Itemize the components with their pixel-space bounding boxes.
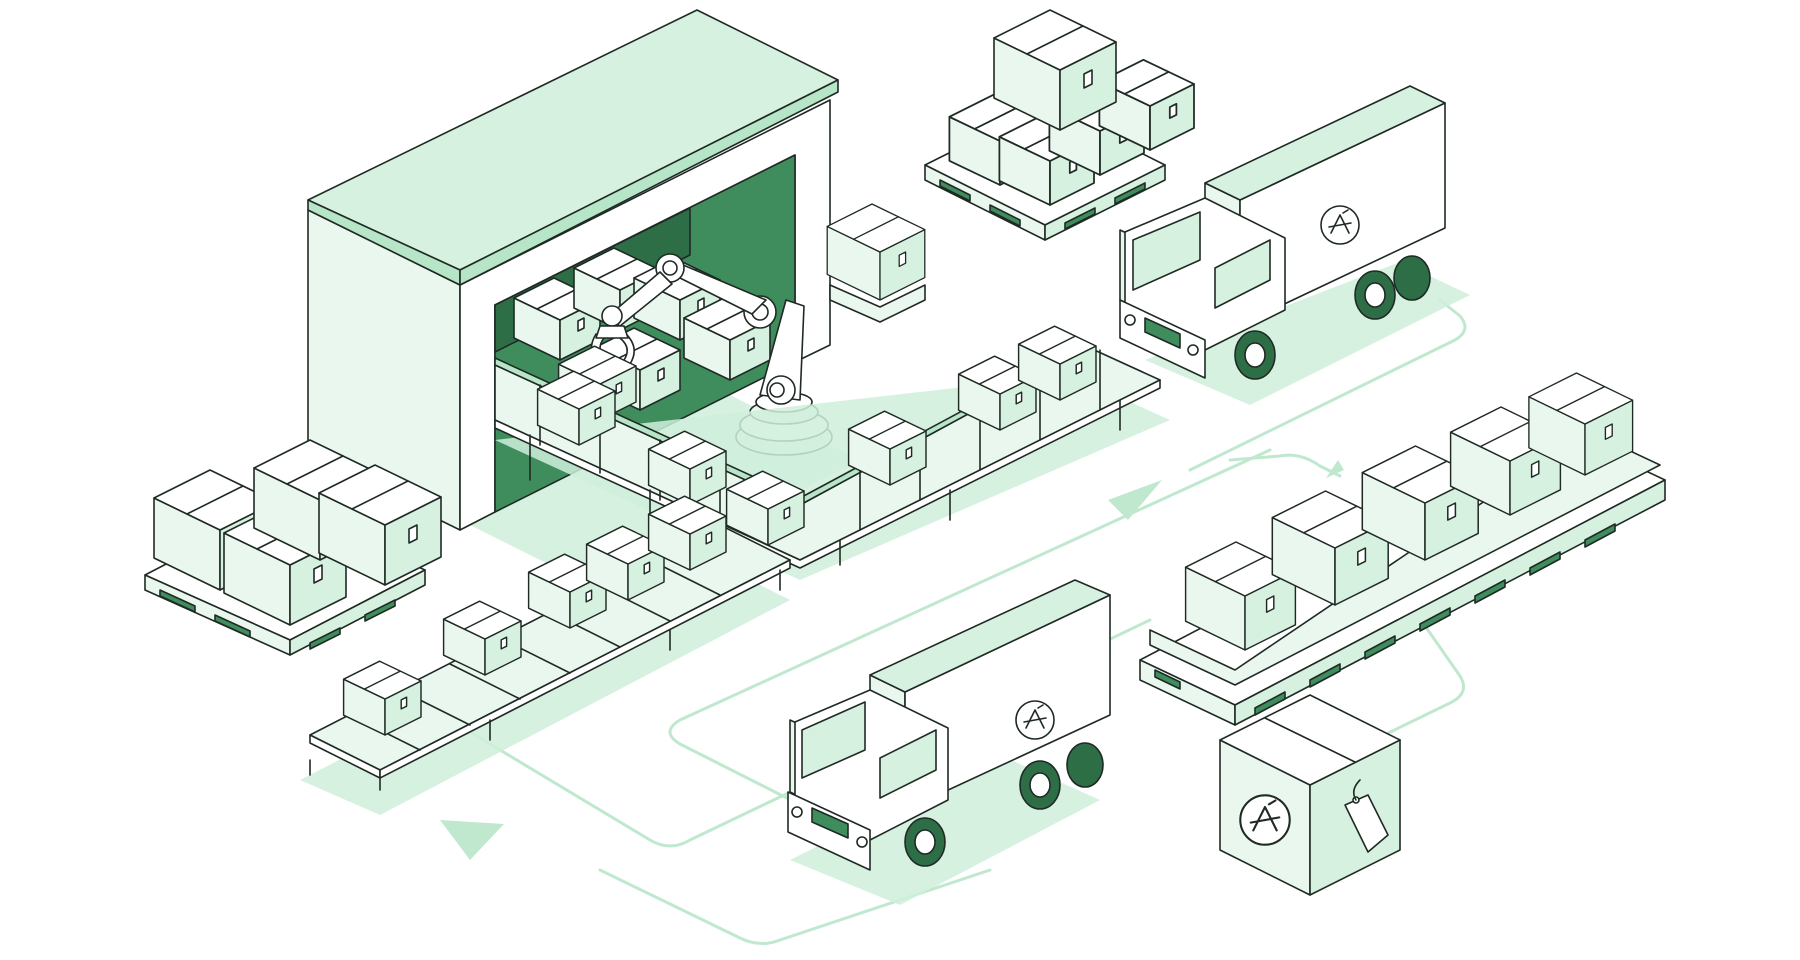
flow-path-upper xyxy=(1188,298,1467,472)
flow-arrow-icon xyxy=(440,820,504,860)
brand-logo-icon xyxy=(1015,700,1055,740)
pallet-icon xyxy=(144,439,442,656)
flow-arrow-icon xyxy=(1108,480,1162,520)
flow-paths xyxy=(398,298,1467,945)
flow-arrow-icon xyxy=(1326,460,1344,478)
pallet-icon xyxy=(924,9,1195,241)
stacked-box-icon xyxy=(826,203,926,323)
brand-logo-icon xyxy=(1239,794,1291,846)
pallet-icon xyxy=(1139,372,1666,726)
brand-logo-icon xyxy=(1320,205,1360,245)
tagged-package-icon xyxy=(1219,694,1401,896)
delivery-truck-icon xyxy=(787,579,1111,905)
flow-path-center xyxy=(668,448,1272,842)
conveyor-belt-icon xyxy=(494,325,1170,580)
conveyor-belt-icon xyxy=(300,495,791,815)
flow-path-lower xyxy=(398,618,1152,848)
flow-path-right xyxy=(1228,453,1342,478)
flow-path-middle xyxy=(1228,588,1466,812)
delivery-truck-icon xyxy=(1119,85,1470,405)
flow-path-bottom xyxy=(598,868,992,945)
